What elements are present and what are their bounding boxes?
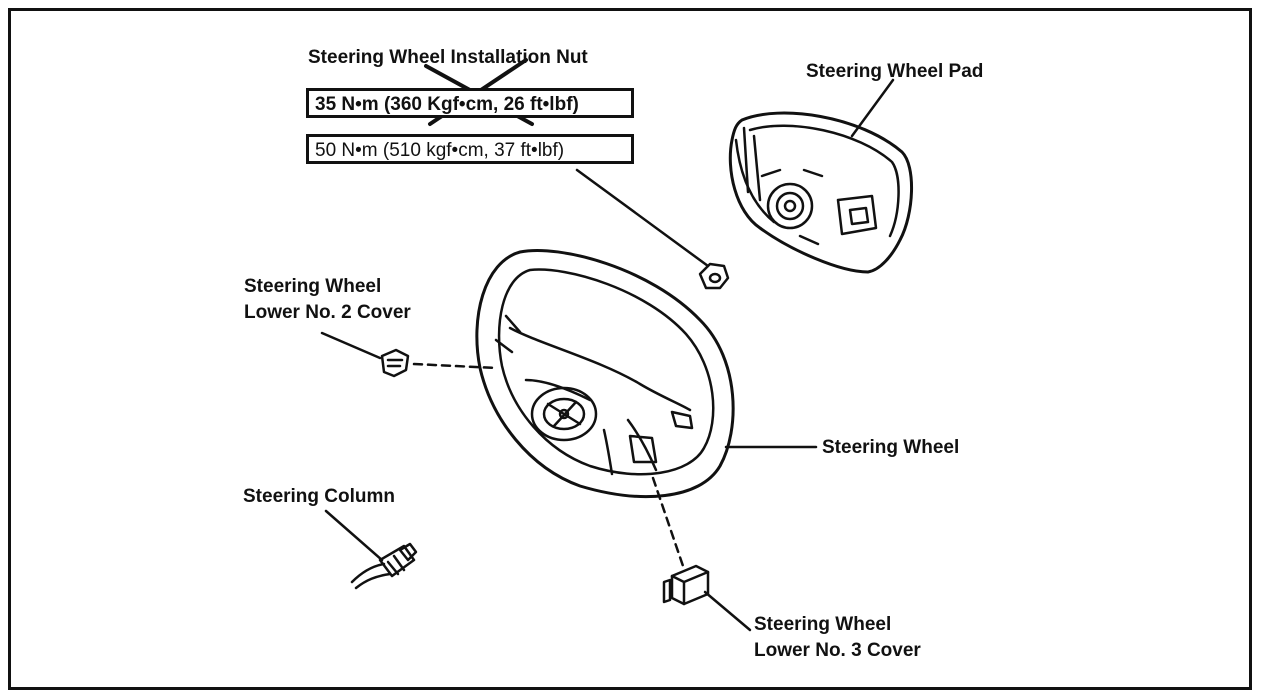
lower2-dashed-line: [412, 362, 498, 370]
steering-wheel-icon: [475, 248, 735, 499]
column-leader-line: [324, 509, 384, 562]
lower-no2-cover-icon: [380, 348, 410, 378]
column-label: Steering Column: [243, 486, 396, 507]
nut-leader-line: [575, 168, 710, 268]
lower-no3-cover-icon: [662, 564, 710, 606]
lower3-label-line1: Steering Wheel: [754, 614, 892, 635]
lower3-dashed-line: [651, 476, 685, 568]
lower2-label-line1: Steering Wheel: [244, 276, 382, 297]
wheel-label: Steering Wheel: [822, 437, 960, 458]
pad-label: Steering Wheel Pad: [806, 61, 984, 82]
steering-wheel-pad-icon: [728, 111, 913, 274]
old-torque-value: 35 N•m (360 Kgf•cm, 26 ft•lbf): [306, 88, 634, 118]
diagram-frame: [8, 8, 1252, 690]
installation-nut-icon: [698, 262, 730, 290]
lower2-label-line2: Lower No. 2 Cover: [244, 302, 411, 323]
new-torque-value: 50 N•m (510 kgf•cm, 37 ft•lbf): [306, 134, 634, 164]
lower3-label-line2: Lower No. 3 Cover: [754, 640, 921, 661]
steering-column-icon: [350, 542, 418, 590]
lower2-leader-line: [320, 331, 382, 360]
nut-title-label: Steering Wheel Installation Nut: [308, 47, 588, 68]
lower3-leader-line: [703, 590, 752, 632]
